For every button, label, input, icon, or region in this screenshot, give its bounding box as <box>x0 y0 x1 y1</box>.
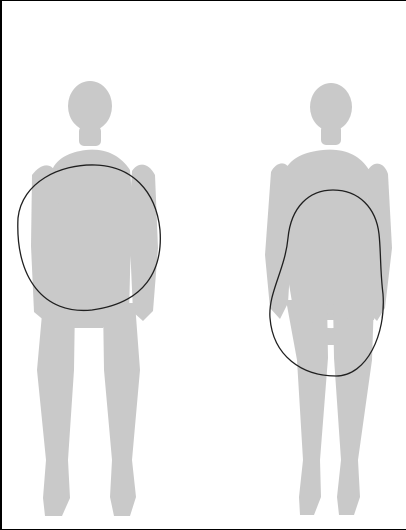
apple-body-shape-silhouette <box>31 81 158 516</box>
pear-body-shape-silhouette <box>265 83 392 515</box>
